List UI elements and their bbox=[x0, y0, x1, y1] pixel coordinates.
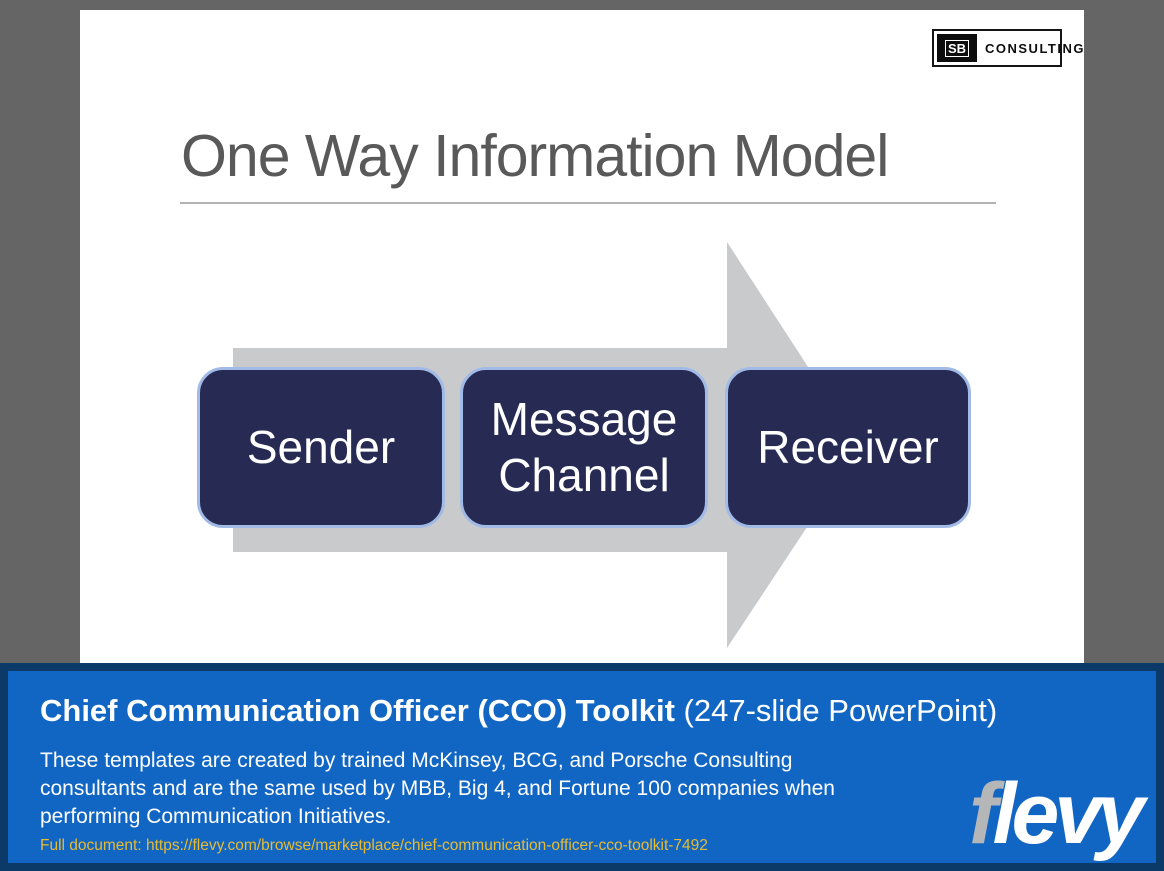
right-arrow-icon bbox=[233, 242, 860, 648]
full-document-link[interactable]: Full document: https://flevy.com/browse/… bbox=[40, 837, 708, 854]
diagram-box-sender: Sender bbox=[197, 367, 445, 528]
flevy-logo-f: f bbox=[968, 766, 998, 862]
powerpoint-slide: SB CONSULTING One Way Information Model … bbox=[80, 10, 1084, 663]
sb-logo-icon: SB bbox=[937, 34, 977, 62]
box-label: Receiver bbox=[757, 420, 939, 473]
promo-title: Chief Communication Officer (CCO) Toolki… bbox=[40, 693, 997, 729]
promo-title-main: Chief Communication Officer (CCO) Toolki… bbox=[40, 693, 675, 728]
flevy-logo: flevy bbox=[969, 771, 1145, 857]
box-label: Sender bbox=[246, 420, 396, 473]
flevy-logo-levy: levy bbox=[992, 766, 1145, 862]
promo-description: These templates are created by trained M… bbox=[40, 749, 835, 828]
title-underline bbox=[180, 202, 996, 204]
sb-logo-name: CONSULTING bbox=[985, 40, 1085, 56]
promo-title-suffix: (247-slide PowerPoint) bbox=[674, 693, 998, 728]
diagram-box-message-channel: Message Channel bbox=[460, 367, 708, 528]
diagram-box-receiver: Receiver bbox=[725, 367, 971, 528]
sb-logo-mark-text: SB bbox=[944, 39, 970, 57]
slide-title: One Way Information Model bbox=[181, 123, 889, 189]
sb-consulting-logo: SB CONSULTING bbox=[932, 29, 1083, 67]
promo-banner: Chief Communication Officer (CCO) Toolki… bbox=[0, 663, 1164, 871]
box-label: Message Channel bbox=[490, 393, 678, 501]
